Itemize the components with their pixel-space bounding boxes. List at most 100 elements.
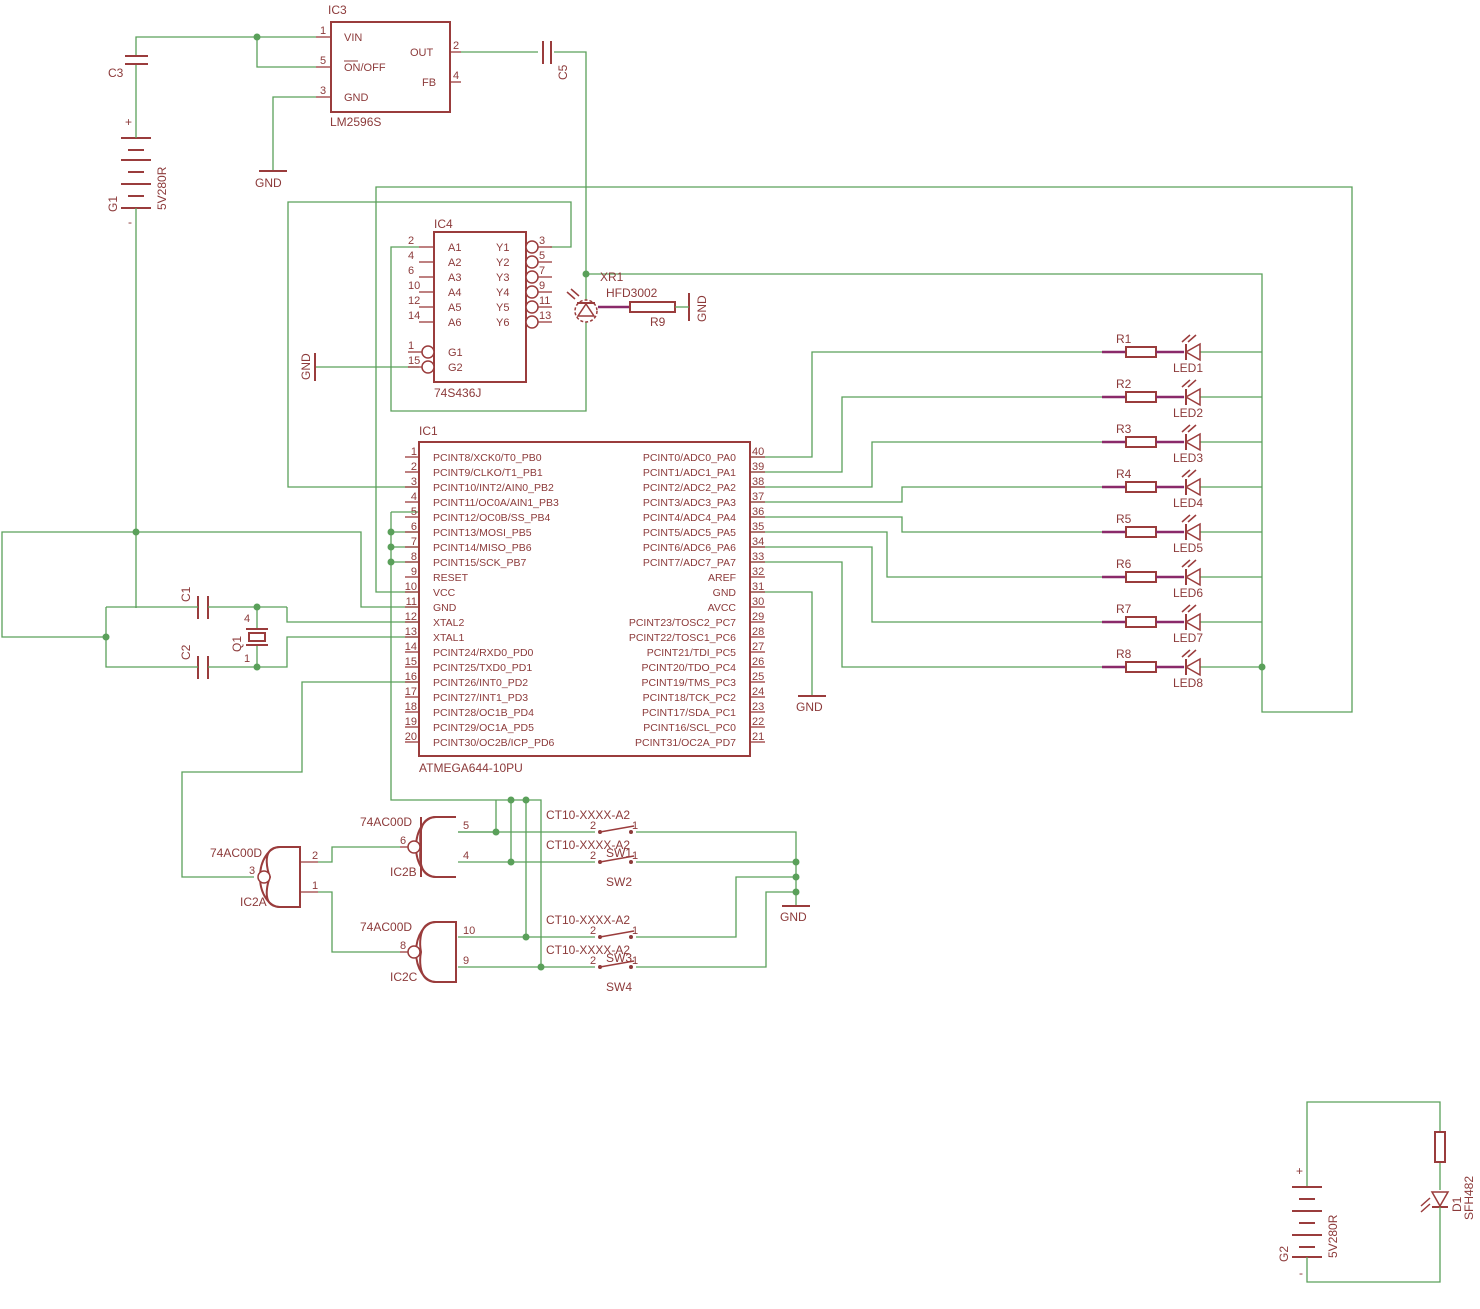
q1-pin: 4 [244, 613, 250, 625]
ic1-pin-number: 12 [405, 611, 417, 623]
resistor [1125, 661, 1157, 673]
ic4-part: 74S436J [434, 386, 481, 400]
ic1-pin-label: PCINT24/RXD0_PD0 [433, 647, 534, 659]
ic1-pin-label: PCINT22/TOSC1_PC6 [629, 632, 736, 644]
resistor [1125, 436, 1157, 448]
ic4-pin-number: 14 [408, 310, 420, 322]
ic1-pin-number: 24 [752, 686, 764, 698]
ic3-num: 4 [453, 70, 459, 82]
ic1-pin-number: 19 [405, 716, 417, 728]
r9-label: R9 [650, 315, 666, 329]
ic2b-pin: 5 [463, 820, 469, 832]
ic4-pin-number: 2 [408, 235, 414, 247]
ic1-pin-number: 35 [752, 521, 764, 533]
wires [1, 36, 1441, 1283]
ic2a-name: IC2A [240, 895, 267, 909]
capacitor-c3: C3 [108, 55, 148, 80]
ic4-pin-label: A1 [448, 242, 461, 254]
ic4-pin-number: 1 [408, 340, 414, 352]
ic1-pin-number: 3 [411, 476, 417, 488]
q1-pin: 1 [244, 653, 250, 665]
led-diode [1184, 342, 1201, 362]
ic1-pin-number: 10 [405, 581, 417, 593]
ic1-pin-number: 4 [411, 491, 417, 503]
ic1-pin-label: PCINT3/ADC3_PA3 [643, 497, 736, 509]
ic3-part: LM2596S [330, 115, 381, 129]
g2-value: 5V280R [1326, 1214, 1340, 1258]
ic1-pin-label: GND [433, 602, 457, 614]
ic1-pin-number: 25 [752, 671, 764, 683]
led-label: LED8 [1173, 676, 1203, 690]
resistor-label: R3 [1116, 422, 1132, 436]
ic3-regulator: IC3 LM2596S VIN ON/OFF GND OUT FB 1 5 3 … [316, 3, 461, 129]
ic1-pin-number: 40 [752, 446, 764, 458]
ic1-pin-label: PCINT6/ADC6_PA6 [643, 542, 736, 554]
ic4-pin-number: 5 [539, 250, 545, 262]
ic1-pin-number: 9 [411, 566, 417, 578]
ic4-pin-label: A2 [448, 257, 461, 269]
ic1-pin-number: 27 [752, 641, 764, 653]
ic1-pin-number: 38 [752, 476, 764, 488]
led-label: LED6 [1173, 586, 1203, 600]
ic4-pin-label: Y5 [496, 302, 509, 314]
ic1-pin-number: 30 [752, 596, 764, 608]
g1-name: G1 [106, 196, 120, 212]
led-diode [1184, 477, 1201, 497]
c5-label: C5 [556, 64, 570, 80]
ic1-pin-label: PCINT1/ADC1_PA1 [643, 467, 736, 479]
c2-label: C2 [179, 644, 193, 660]
ic1-pin-label: PCINT18/TCK_PC2 [643, 692, 737, 704]
resistor [1125, 616, 1157, 628]
ic3-num: 3 [320, 85, 326, 97]
ic1-pin-number: 31 [752, 581, 764, 593]
gnd-label: GND [796, 700, 823, 714]
photodiode-xr1: XR1 HFD3002 [566, 270, 658, 323]
ic2c-pin: 9 [463, 955, 469, 967]
ic1-pin-label: PCINT27/INT1_PD3 [433, 692, 528, 704]
led-label: LED1 [1173, 361, 1203, 375]
d1-name: D1 [1450, 1196, 1464, 1212]
resistor-label: R6 [1116, 557, 1132, 571]
led-label: LED2 [1173, 406, 1203, 420]
ic1-pin-number: 33 [752, 551, 764, 563]
resistor-label: R5 [1116, 512, 1132, 526]
resistor [1125, 481, 1157, 493]
ic1-pin-label: PCINT23/TOSC2_PC7 [629, 617, 736, 629]
ic1-pin-label: PCINT7/ADC7_PA7 [643, 557, 736, 569]
led-diode [1184, 522, 1201, 542]
ic4-pin-label: A3 [448, 272, 461, 284]
xr1-name: XR1 [600, 270, 624, 284]
ic3-pin-out: OUT [410, 47, 434, 59]
resistor-label: R7 [1116, 602, 1132, 616]
switch-part: CT10-XXXX-A2 [546, 943, 630, 957]
switch-pin: 1 [632, 820, 638, 832]
junctions [102, 33, 1266, 971]
gnd-label: GND [695, 295, 709, 322]
ic3-pin-vin: VIN [344, 32, 362, 44]
ic3-pin-gnd: GND [344, 92, 369, 104]
ic4-pin-label: Y4 [496, 287, 509, 299]
ic2a-pin: 2 [312, 850, 318, 862]
ic1-pin-label: VCC [433, 587, 456, 599]
led-array: R1LED1R2LED2R3LED3R4LED4R5LED5R6LED6R7LE… [1102, 332, 1203, 690]
ic2a-pin: 3 [249, 865, 255, 877]
ic4-pin-number: 15 [408, 355, 420, 367]
ic1-pin-number: 11 [406, 596, 417, 608]
switch-name: SW3 [606, 951, 632, 965]
ic1-pin-number: 20 [405, 731, 417, 743]
ic1-pin-number: 1 [411, 446, 417, 458]
ic1-pin-number: 37 [752, 491, 764, 503]
ic1-pin-label: PCINT10/INT2/AIN0_PB2 [433, 482, 554, 494]
ic3-pin-fb: FB [422, 77, 436, 89]
led-diode [1184, 657, 1201, 677]
nand-gate-ic2c: 74AC00D IC2C 8 10 9 [360, 920, 475, 984]
ic1-pin-number: 8 [411, 551, 417, 563]
ic1-pin-number: 17 [405, 686, 417, 698]
led-diode [1184, 612, 1201, 632]
ic1-pin-number: 7 [411, 536, 417, 548]
switch-name: SW2 [606, 875, 632, 889]
